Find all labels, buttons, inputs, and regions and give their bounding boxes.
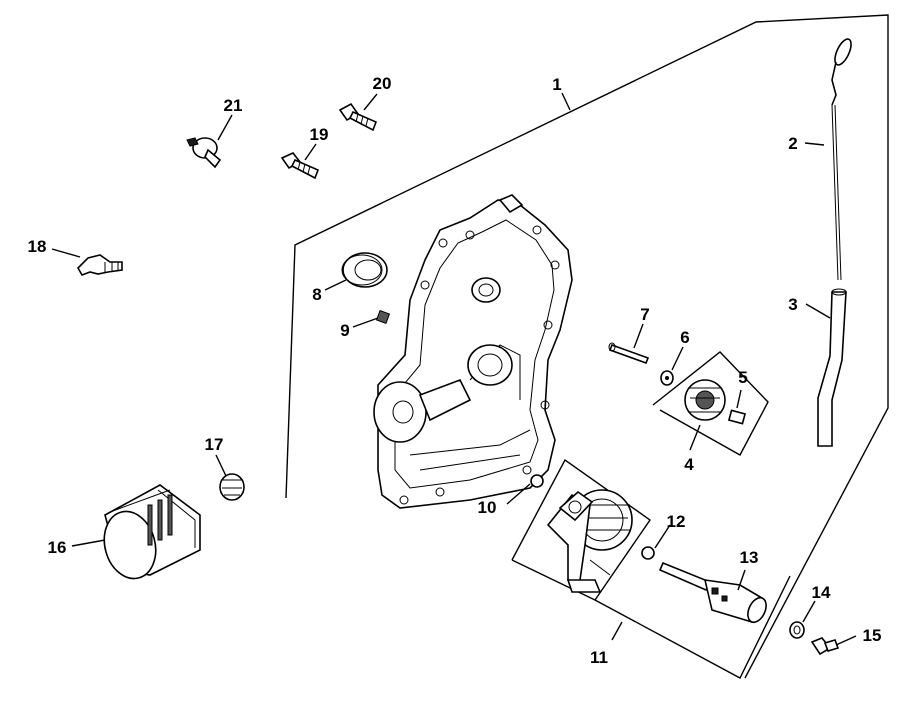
pressure-switch-part <box>186 137 222 169</box>
callout-8: 8 <box>312 285 321 304</box>
callout-15: 15 <box>863 626 882 645</box>
subgroup-outline-11 <box>511 458 791 679</box>
pin-part <box>727 409 747 425</box>
shaft-part <box>608 342 650 365</box>
nut-part <box>375 309 391 325</box>
oil-pump-part <box>546 489 633 593</box>
callout-10: 10 <box>478 498 497 517</box>
bolt-part-19 <box>280 152 320 180</box>
callout-14: 14 <box>812 583 831 602</box>
o-ring-part-10 <box>530 474 544 488</box>
elbow-fitting-part <box>77 254 123 276</box>
subgroup-outline-4 <box>652 351 769 456</box>
dipstick-part <box>831 38 852 281</box>
governor-gear-part <box>684 379 726 421</box>
oil-filter-part <box>103 484 201 580</box>
callout-7: 7 <box>640 305 649 324</box>
callout-1: 1 <box>552 75 561 94</box>
oil-pickup-part <box>658 561 767 624</box>
callout-13: 13 <box>740 548 759 567</box>
callout-4: 4 <box>684 455 694 474</box>
gear-cover-part <box>373 194 573 509</box>
callout-17: 17 <box>205 435 224 454</box>
callout-6: 6 <box>680 328 689 347</box>
callout-12: 12 <box>667 512 686 531</box>
drain-plug-part <box>810 637 840 656</box>
callout-2: 2 <box>788 134 797 153</box>
callout-9: 9 <box>340 321 349 340</box>
callout-16: 16 <box>48 538 67 557</box>
callout-21: 21 <box>224 96 243 115</box>
oil-seal-part <box>341 252 388 288</box>
callout-11: 11 <box>590 648 608 667</box>
bolt-part-20 <box>338 102 378 132</box>
callout-20: 20 <box>373 74 392 93</box>
dipstick-tube-part <box>817 288 847 447</box>
washer-part-14 <box>789 621 805 639</box>
leader-lines <box>51 92 857 646</box>
callout-3: 3 <box>788 295 797 314</box>
washer-part-6 <box>660 370 674 386</box>
callout-5: 5 <box>738 368 747 387</box>
callout-18: 18 <box>28 237 47 256</box>
assembly-outline-1 <box>285 14 889 679</box>
callout-labels: 1 2 3 4 5 6 7 8 9 10 11 12 13 14 15 16 1… <box>28 74 882 667</box>
o-ring-part-12 <box>641 546 655 560</box>
filter-fitting-part <box>219 473 245 501</box>
callout-19: 19 <box>310 125 329 144</box>
